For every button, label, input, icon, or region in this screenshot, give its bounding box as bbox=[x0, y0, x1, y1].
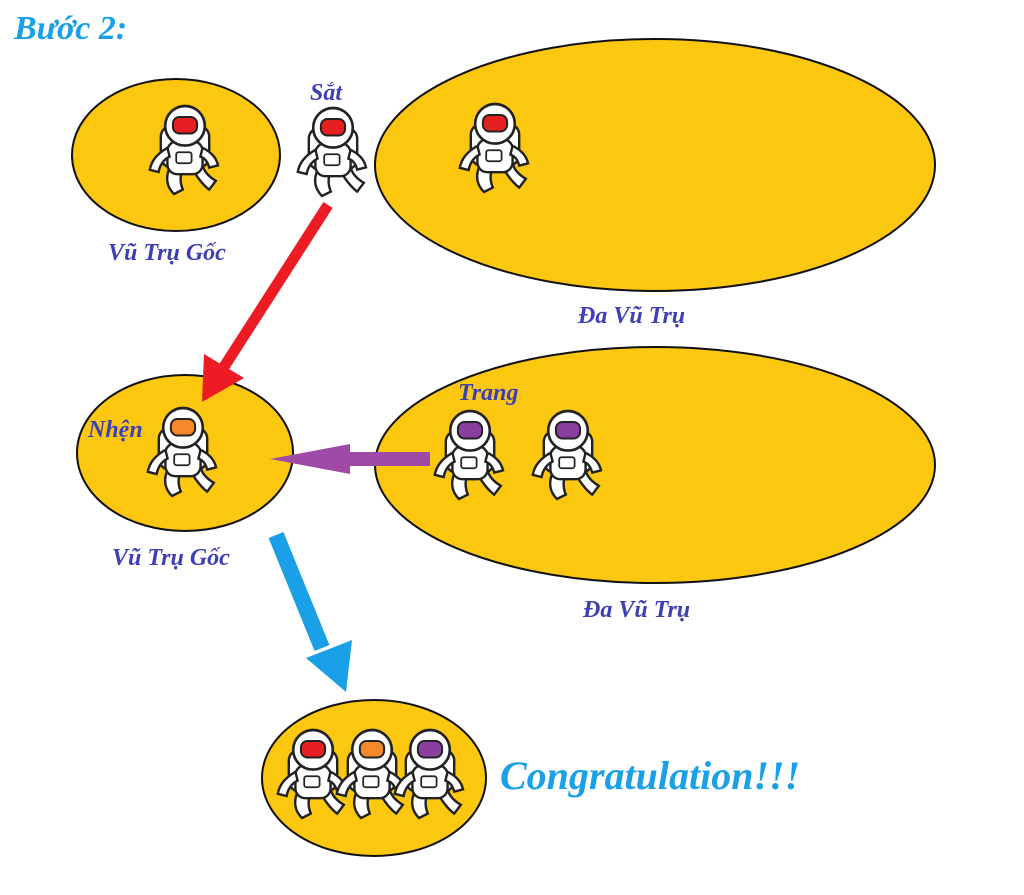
label-multiverse-bottom: Đa Vũ Trụ bbox=[583, 597, 691, 623]
label-origin-universe-top: Vũ Trụ Gốc bbox=[108, 240, 226, 266]
red-arrow bbox=[202, 202, 333, 402]
blue-arrow bbox=[268, 531, 352, 692]
label-multiverse-top: Đa Vũ Trụ bbox=[578, 303, 686, 329]
purple-arrow bbox=[270, 444, 430, 474]
label-origin-universe-bottom: Vũ Trụ Gốc bbox=[112, 545, 230, 571]
label-sat: Sắt bbox=[310, 80, 343, 106]
astronaut-sat bbox=[296, 106, 368, 198]
label-nhen: Nhện bbox=[88, 417, 143, 443]
step-title: Bước 2: bbox=[14, 10, 128, 47]
label-trang: Trang bbox=[458, 380, 519, 406]
congratulation-text: Congratulation!!! bbox=[500, 753, 801, 798]
multiverse-top bbox=[374, 38, 936, 292]
